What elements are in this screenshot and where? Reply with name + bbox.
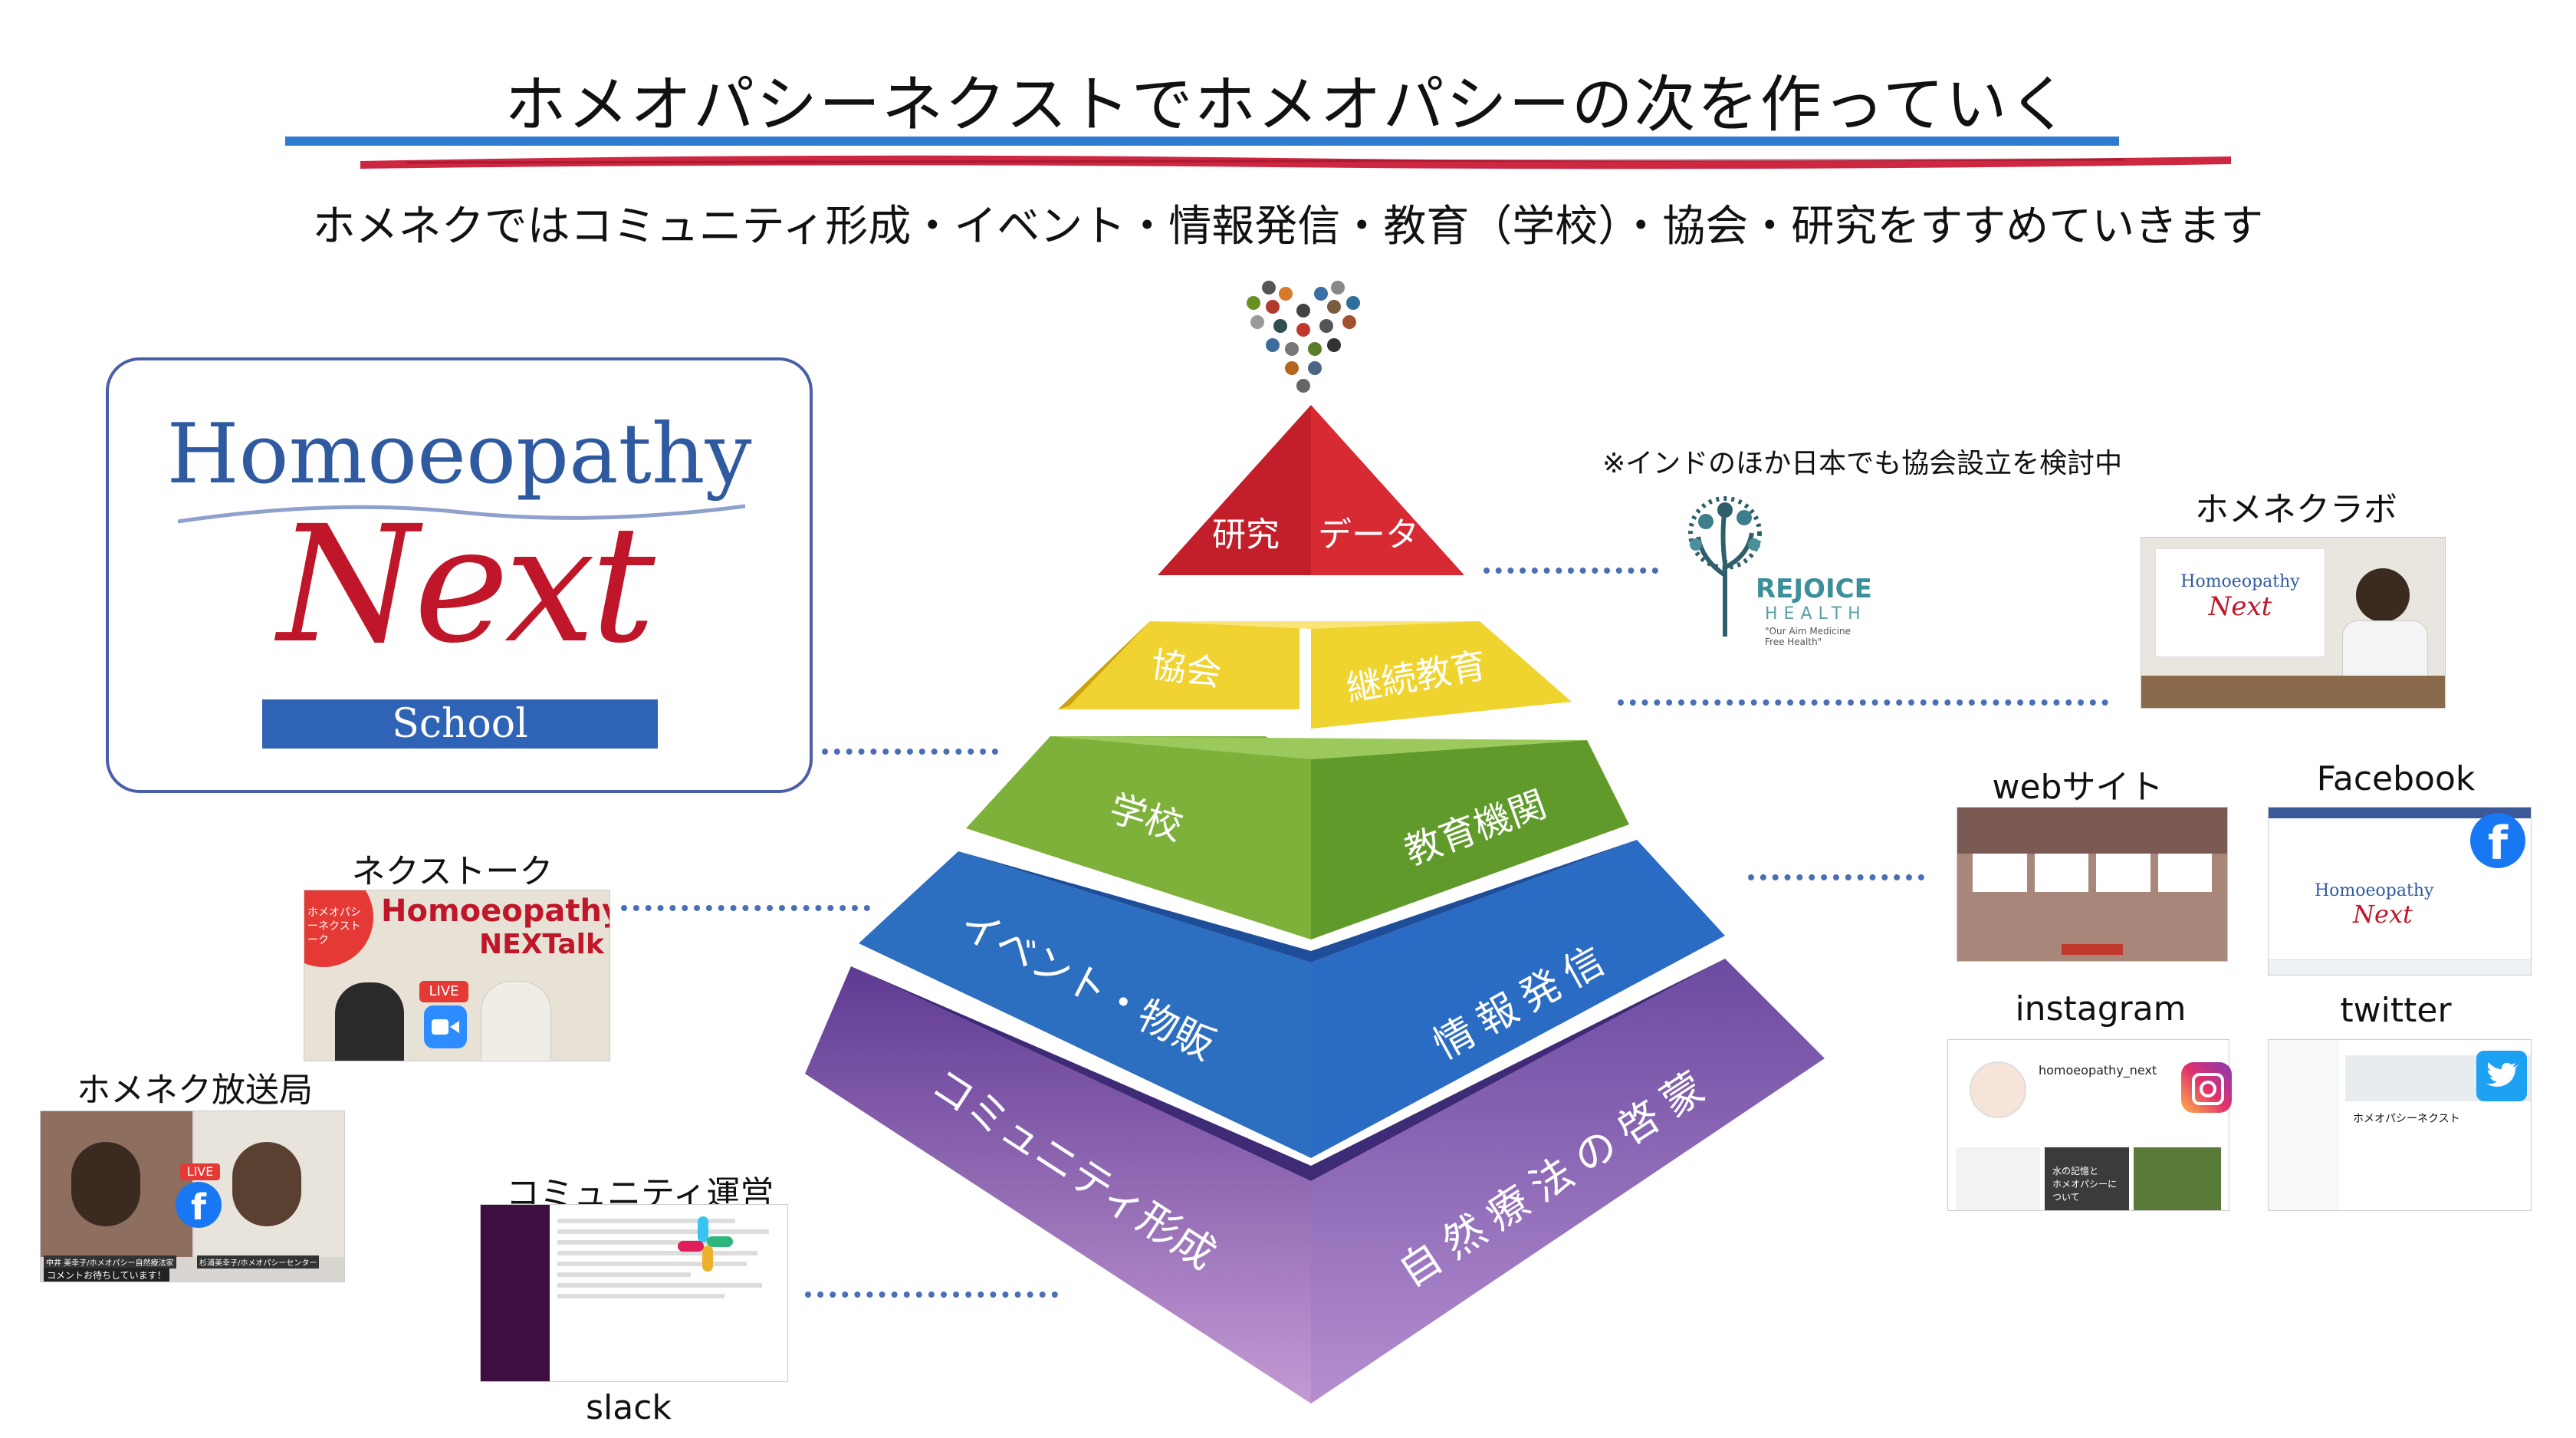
nexttalk-thumbnail[interactable]: ホメオパシーネクストーク Homoeopathy NEXTalk LIVE (304, 890, 610, 1061)
broadcast-facebook-icon: f (176, 1182, 222, 1228)
labo-caption: ホメネクラボ (2195, 490, 2397, 529)
broadcast-caption: ホメネク放送局 (77, 1071, 313, 1110)
facebook-caption: Facebook (2316, 759, 2476, 798)
pyramid-diagram: 研究 データ 協会 継続教育 学校 教育機関 イベント・物販 情報発信 コミュニ… (805, 405, 1825, 1403)
labo-screen-title: Homoeopathy (2180, 572, 2300, 591)
nexttalk-caption: ネクストーク (351, 852, 554, 891)
web-cards (1973, 854, 2212, 892)
rejoice-tagline: "Our Aim Medicine Free Health" (1765, 626, 1851, 647)
broadcast-name-1: 中井 美幸子/ホメオパシー自然療法家 (44, 1255, 176, 1269)
nexttalk-person-2 (481, 981, 551, 1061)
pyramid-level-1 (1158, 405, 1464, 575)
pyramid-level-5 (805, 959, 1825, 1403)
broadcast-face-2 (232, 1142, 301, 1226)
pyramid-level-3 (966, 736, 1629, 939)
slack-thumbnail[interactable] (480, 1204, 788, 1382)
people-heart-icon (1247, 281, 1360, 393)
web-caption: webサイト (1992, 768, 2164, 807)
school-logo-card: Homoeopathy Next School (106, 357, 813, 793)
nexttalk-brand2: NEXTalk (479, 929, 604, 960)
slack-sidebar (481, 1205, 550, 1381)
labo-screen-script: Next (2208, 591, 2272, 622)
nexttalk-tag: ホメオパシーネクストーク (307, 907, 361, 946)
logo-school-banner: School (262, 699, 658, 749)
web-header-band (1957, 808, 2227, 854)
broadcast-comment: コメントお待ちしています！ (44, 1268, 169, 1282)
labo-person (2356, 568, 2410, 622)
instagram-thumb-text: 水の記憶と ホメオパシーについて (2052, 1166, 2118, 1203)
instagram-avatar (1970, 1061, 2026, 1118)
instagram-grid-2: 水の記憶と ホメオパシーについて (2045, 1147, 2129, 1210)
twitter-icon (2476, 1051, 2527, 1101)
page-title: ホメオパシーネクストでホメオパシーの次を作っていく (504, 69, 2072, 140)
facebook-page-script: Next (2353, 900, 2413, 929)
nexttalk-live-badge: LIVE (419, 981, 468, 1002)
level1-left-label: 研究 (1212, 515, 1280, 554)
nexttalk-brand: Homoeopathy (381, 893, 610, 929)
connector-nexttalk (621, 905, 870, 911)
twitter-account: ホメオパシーネクスト (2353, 1113, 2460, 1125)
twitter-caption: twitter (2340, 991, 2452, 1030)
twitter-bird-icon (2486, 1062, 2518, 1087)
instagram-icon (2181, 1062, 2232, 1113)
labo-thumbnail[interactable]: Homoeopathy Next (2141, 537, 2446, 709)
slack-label: slack (586, 1388, 672, 1427)
subtitle: ホメネクではコミュニティ形成・イベント・情報発信・教育（学校）・協会・研究をすす… (312, 202, 2264, 252)
title-underline (285, 137, 2119, 146)
connector-labo (1618, 699, 2108, 706)
rejoice-name: REJOICE (1756, 574, 1872, 604)
instagram-caption: instagram (2015, 989, 2187, 1028)
connector-school (822, 749, 998, 755)
labo-screen: Homoeopathy Next (2155, 548, 2325, 657)
pyramid-level-4 (859, 840, 1725, 1158)
rejoice-sub: HEALTH (1765, 604, 1867, 624)
instagram-grid-1 (1956, 1147, 2040, 1210)
facebook-topbar (2269, 808, 2531, 818)
broadcast-face-1 (71, 1142, 140, 1226)
rejoice-logo: REJOICE HEALTH "Our Aim Medicine Free He… (1679, 491, 1872, 647)
slack-messages (557, 1213, 780, 1374)
facebook-icon-glyph: f (2487, 817, 2509, 870)
red-brush-stroke (360, 155, 2231, 169)
tree-icon (1688, 496, 1762, 637)
broadcast-live-badge: LIVE (180, 1163, 220, 1180)
web-button (2062, 944, 2123, 955)
nexttalk-person-1 (335, 982, 404, 1061)
connector-rejoice (1484, 568, 1658, 574)
pyramid-level-2 (1058, 621, 1572, 729)
slack-logo-icon (678, 1216, 733, 1272)
logo-next-script: Next (278, 491, 656, 679)
logo-wave-line (178, 504, 745, 524)
rejoice-note: ※インドのほか日本でも協会設立を検討中 (1602, 448, 2123, 479)
instagram-handle: homoeopathy_next (2039, 1063, 2157, 1078)
broadcast-thumbnail[interactable]: LIVE f 中井 美幸子/ホメオパシー自然療法家 杉浦美幸子/ホメオパシーセン… (40, 1111, 345, 1282)
logo-homoeopathy-word: Homoeopathy (166, 406, 752, 502)
twitter-sidebar (2269, 1040, 2338, 1210)
level1-right-label: データ (1318, 515, 1419, 554)
logo-school-label: School (392, 701, 528, 747)
connector-web (1748, 874, 1924, 880)
connector-slack (805, 1292, 1058, 1298)
broadcast-name-2: 杉浦美幸子/ホメオパシーセンター (197, 1255, 320, 1269)
facebook-bottombar (2269, 959, 2531, 975)
instagram-grid-3 (2134, 1147, 2221, 1210)
level2-left-label: 協会 (1148, 643, 1224, 694)
web-thumbnail[interactable] (1957, 807, 2228, 962)
labo-table (2141, 676, 2445, 708)
facebook-icon: f (2470, 813, 2525, 870)
facebook-page-name: Homoeopathy (2315, 881, 2434, 900)
zoom-camera-icon (424, 1005, 467, 1048)
